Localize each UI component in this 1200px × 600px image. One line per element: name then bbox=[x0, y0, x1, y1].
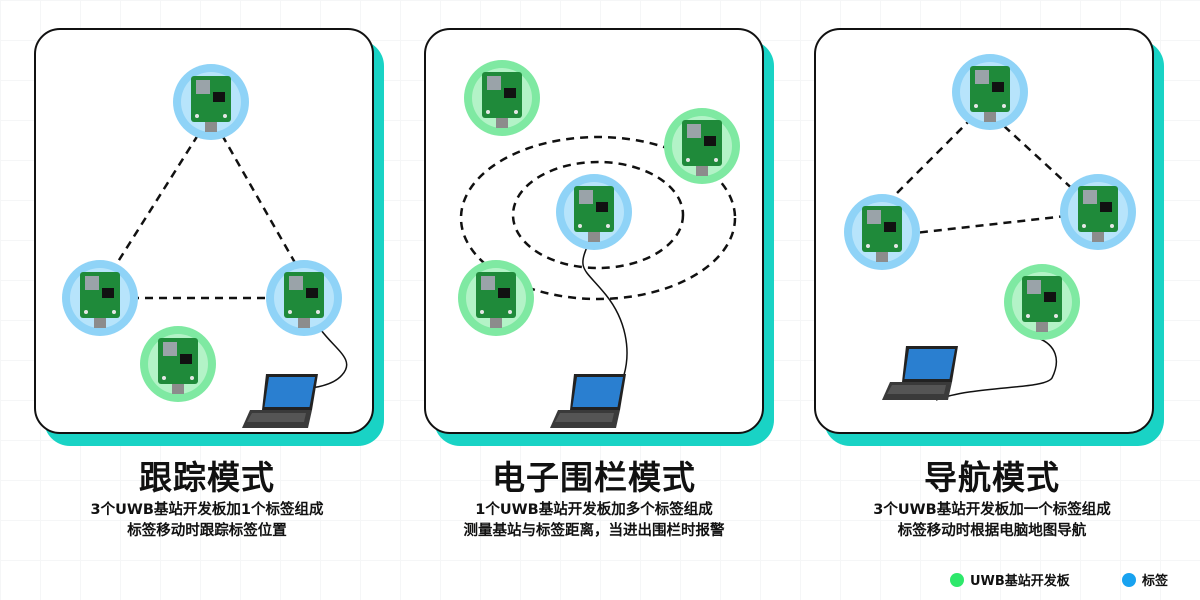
uwb-board-icon bbox=[458, 260, 534, 336]
geofence-mode-caption: 电子围栏模式 1个UWB基站开发板加多个标签组成 测量基站与标签距离，当进出围栏… bbox=[414, 458, 774, 542]
uwb-board-icon bbox=[1060, 174, 1136, 250]
geofence-mode-panel bbox=[424, 28, 774, 446]
navigation-mode-caption: 导航模式 3个UWB基站开发板加一个标签组成 标签移动时根据电脑地图导航 bbox=[812, 458, 1172, 542]
connection-line bbox=[112, 134, 200, 269]
tracking-mode-caption: 跟踪模式 3个UWB基站开发板加1个标签组成 标签移动时跟踪标签位置 bbox=[27, 458, 387, 542]
mode-title: 跟踪模式 bbox=[139, 458, 275, 497]
mode-description: 3个UWB基站开发板加1个标签组成 标签移动时跟踪标签位置 bbox=[27, 500, 387, 542]
range-ring bbox=[459, 135, 737, 301]
geofence-mode-card bbox=[424, 28, 764, 434]
geofence-mode-diagram bbox=[458, 60, 740, 428]
green-dot-icon bbox=[950, 572, 964, 587]
uwb-board-icon bbox=[62, 260, 138, 336]
legend-item-tag: 标签 bbox=[1122, 570, 1168, 589]
mode-title: 电子围栏模式 bbox=[492, 458, 696, 497]
uwb-board-icon bbox=[844, 194, 920, 270]
mode-description-line: 3个UWB基站开发板加一个标签组成 bbox=[873, 502, 1111, 518]
uwb-board-icon bbox=[266, 260, 342, 336]
connection-line bbox=[220, 134, 300, 269]
connection-line bbox=[905, 214, 1067, 236]
cable bbox=[935, 337, 1058, 401]
connection-line bbox=[891, 117, 973, 199]
uwb-board-icon bbox=[1004, 264, 1080, 340]
uwb-board-icon bbox=[140, 326, 216, 402]
uwb-board-icon bbox=[952, 54, 1028, 130]
cable bbox=[582, 244, 628, 376]
legend-label: 标签 bbox=[1142, 574, 1169, 589]
laptop-icon bbox=[242, 374, 318, 428]
laptop-icon bbox=[550, 374, 626, 428]
mode-description-line: 标签移动时跟踪标签位置 bbox=[127, 523, 287, 539]
tracking-mode-card bbox=[34, 28, 374, 434]
uwb-board-icon bbox=[173, 64, 249, 140]
connection-lines bbox=[891, 117, 1079, 236]
mode-description-line: 标签移动时根据电脑地图导航 bbox=[897, 523, 1087, 539]
connection-lines bbox=[112, 134, 300, 300]
cable bbox=[310, 329, 348, 389]
tracking-mode-panel bbox=[34, 28, 384, 446]
mode-description: 1个UWB基站开发板加多个标签组成 测量基站与标签距离，当进出围栏时报警 bbox=[414, 500, 774, 542]
range-ring bbox=[511, 160, 685, 270]
navigation-mode-diagram bbox=[844, 54, 1136, 401]
mode-description-line: 测量基站与标签距离，当进出围栏时报警 bbox=[463, 523, 725, 539]
mode-description: 3个UWB基站开发板加一个标签组成 标签移动时根据电脑地图导航 bbox=[812, 500, 1172, 542]
navigation-mode-card bbox=[814, 28, 1154, 434]
navigation-mode-panel bbox=[814, 28, 1164, 446]
tracking-mode-diagram bbox=[62, 64, 348, 428]
uwb-board-icon bbox=[664, 108, 740, 184]
mode-description-line: 3个UWB基站开发板加1个标签组成 bbox=[90, 502, 324, 518]
uwb-board-icon bbox=[464, 60, 540, 136]
uwb-board-icon bbox=[556, 174, 632, 250]
mode-description-line: 1个UWB基站开发板加多个标签组成 bbox=[475, 502, 713, 518]
blue-dot-icon bbox=[1122, 572, 1136, 587]
legend-item-base: UWB基站开发板 bbox=[950, 570, 1070, 589]
mode-title: 导航模式 bbox=[924, 458, 1060, 497]
legend-label: UWB基站开发板 bbox=[970, 574, 1070, 589]
laptop-icon bbox=[882, 346, 958, 400]
connection-line bbox=[1003, 125, 1079, 195]
